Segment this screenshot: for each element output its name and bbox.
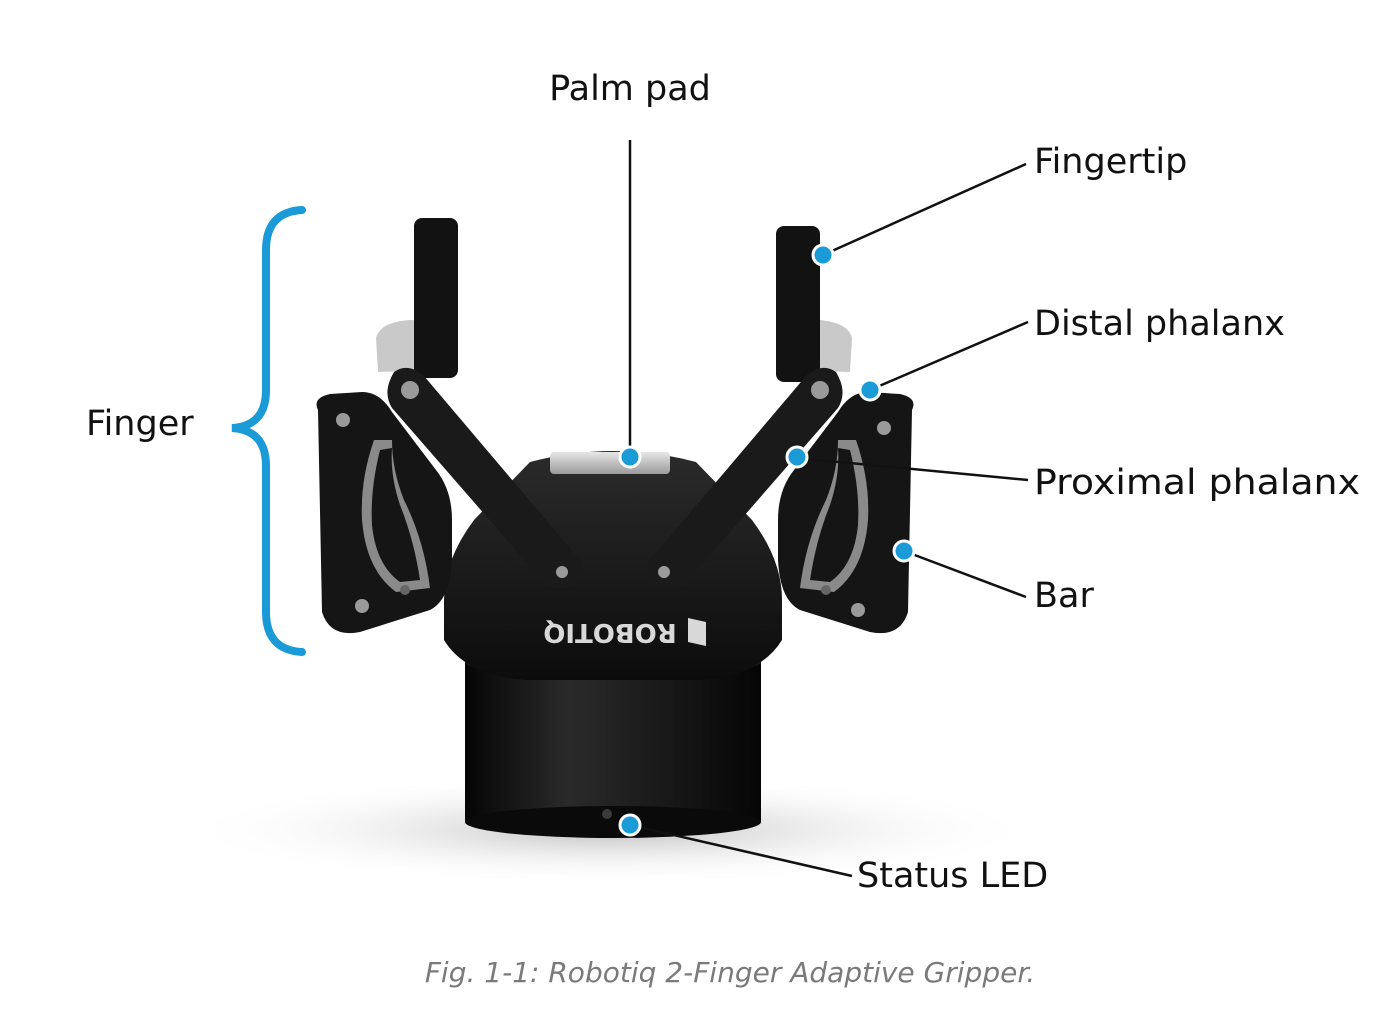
proximal-phalanx-leader bbox=[796, 456, 1029, 482]
proximal-phalanx-marker bbox=[785, 445, 809, 469]
fingertip-leader bbox=[822, 162, 1027, 257]
status-led-label: Status LED bbox=[857, 856, 1048, 896]
distal-phalanx-label: Distal phalanx bbox=[1034, 304, 1285, 344]
palm-pad-label: Palm pad bbox=[549, 69, 711, 109]
gripper-base bbox=[465, 648, 761, 838]
status-led-light bbox=[602, 809, 612, 819]
status-led-marker bbox=[618, 813, 642, 837]
logo-text: ROBOTIQ bbox=[543, 617, 677, 647]
right-finger bbox=[646, 226, 914, 634]
bar-leader bbox=[903, 549, 1027, 599]
status-led-leader bbox=[629, 823, 853, 878]
bar-label: Bar bbox=[1034, 576, 1094, 616]
finger-brace bbox=[231, 206, 306, 656]
palm-pad-marker bbox=[618, 445, 642, 469]
robotiq-logo: ROBOTIQ bbox=[543, 617, 706, 647]
distal-phalanx-leader bbox=[869, 320, 1029, 392]
distal-phalanx-marker bbox=[858, 378, 882, 402]
fingertip-marker bbox=[811, 243, 835, 267]
bar-marker bbox=[892, 539, 916, 563]
palm-pad bbox=[550, 452, 670, 474]
finger-label: Finger bbox=[86, 404, 194, 444]
fingertip-label: Fingertip bbox=[1034, 142, 1187, 182]
left-finger bbox=[316, 218, 584, 634]
figure-caption: Fig. 1-1: Robotiq 2-Finger Adaptive Grip… bbox=[424, 956, 1036, 989]
proximal-phalanx-label: Proximal phalanx bbox=[1034, 463, 1360, 503]
leader-lines bbox=[628, 140, 1029, 878]
callout-markers bbox=[618, 243, 916, 837]
